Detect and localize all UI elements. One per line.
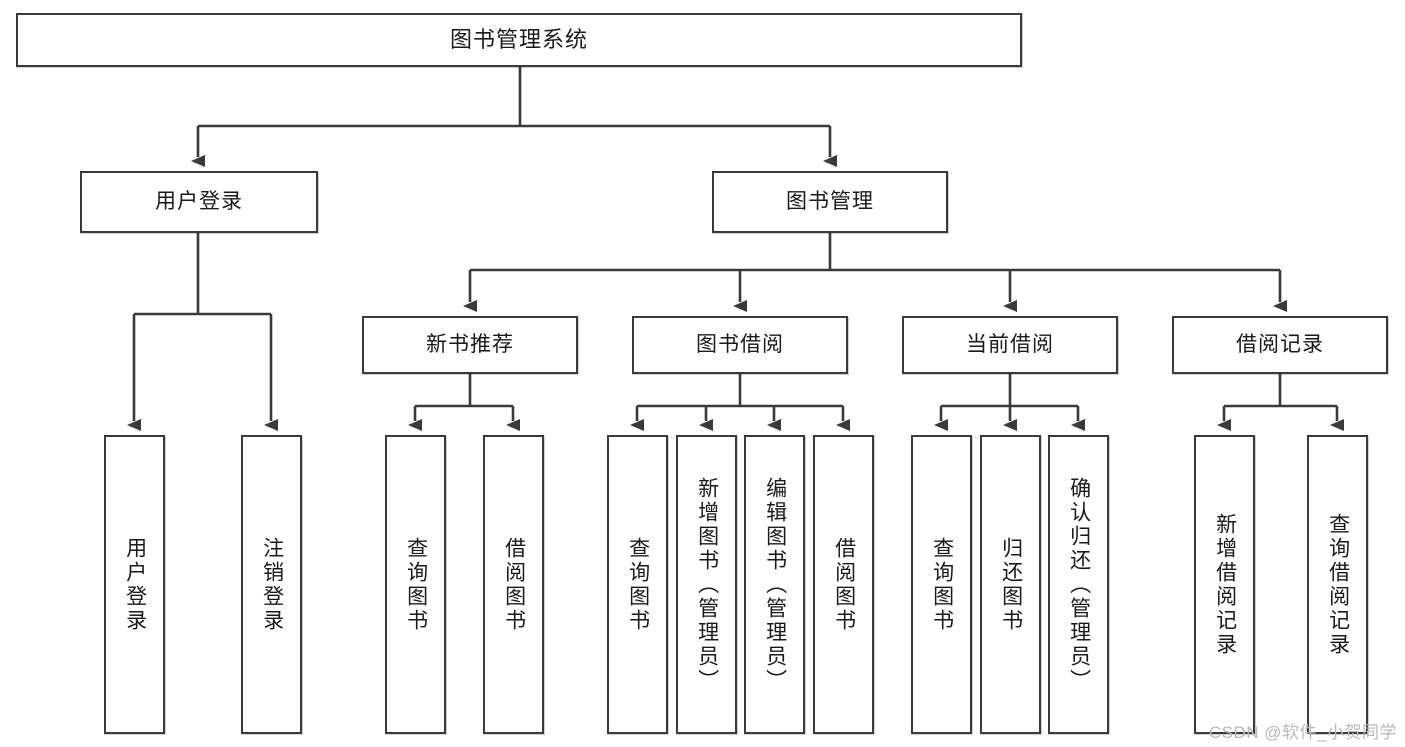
csdn-watermark: CSDN @软件_小贺同学 — [1208, 723, 1397, 742]
leaf-borrow-book-2[interactable]: 借阅图书 — [813, 435, 874, 734]
leaf-query-book-3[interactable]: 查询图书 — [911, 435, 972, 734]
leaf-confirm-return[interactable]: 确认归还（管理员） — [1048, 435, 1109, 734]
leaf-borrow-book-1[interactable]: 借阅图书 — [483, 435, 544, 734]
leaf-query-book-2[interactable]: 查询图书 — [607, 435, 668, 734]
leaf-logout-login[interactable]: 注销登录 — [241, 435, 302, 734]
node-root[interactable]: 图书管理系统 — [16, 13, 1022, 67]
node-new-book-recommend[interactable]: 新书推荐 — [362, 316, 578, 374]
leaf-query-record[interactable]: 查询借阅记录 — [1307, 435, 1368, 734]
leaf-return-book[interactable]: 归还图书 — [980, 435, 1041, 734]
node-book-manage[interactable]: 图书管理 — [712, 171, 948, 233]
leaf-add-book[interactable]: 新增图书（管理员） — [676, 435, 737, 734]
node-book-borrow[interactable]: 图书借阅 — [632, 316, 848, 374]
leaf-user-login[interactable]: 用户登录 — [104, 435, 165, 734]
leaf-query-book-1[interactable]: 查询图书 — [385, 435, 446, 734]
node-current-borrow[interactable]: 当前借阅 — [902, 316, 1118, 374]
leaf-add-record[interactable]: 新增借阅记录 — [1194, 435, 1255, 734]
leaf-edit-book[interactable]: 编辑图书（管理员） — [744, 435, 805, 734]
node-borrow-record[interactable]: 借阅记录 — [1172, 316, 1388, 374]
node-user-login[interactable]: 用户登录 — [80, 171, 318, 233]
